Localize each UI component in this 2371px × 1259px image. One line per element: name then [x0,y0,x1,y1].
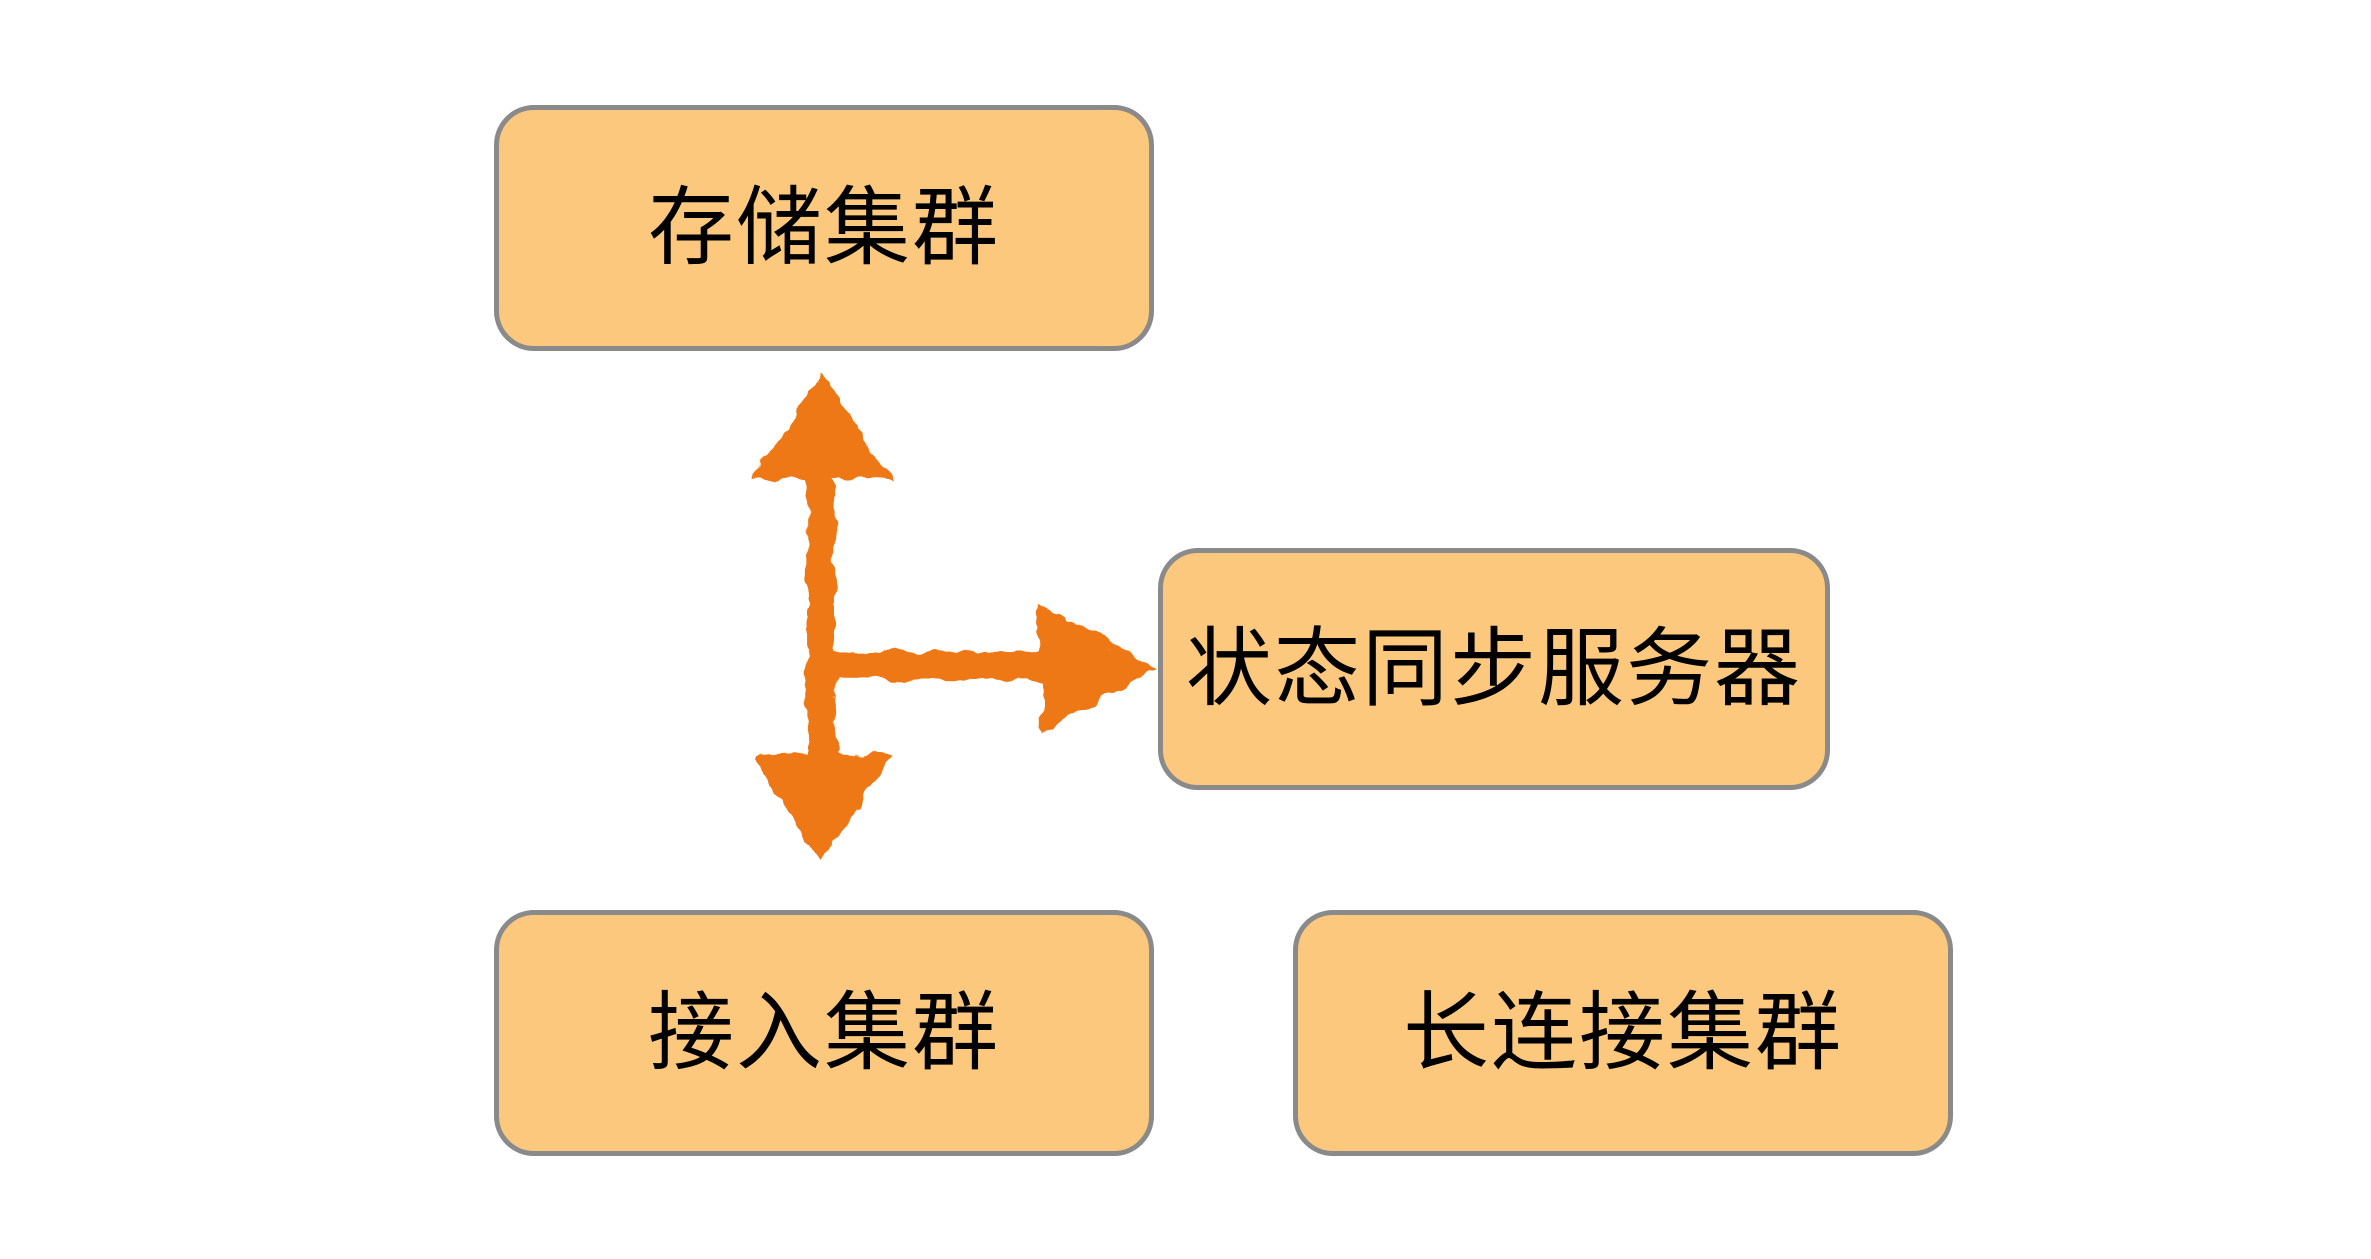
node-state-sync-server-label: 状态同步服务器 [1186,621,1802,717]
node-state-sync-server: 状态同步服务器 [1158,548,1830,790]
branch-right-arrow [818,600,1154,734]
node-storage-cluster: 存储集群 [494,105,1154,351]
vertical-double-arrow [750,372,893,862]
node-long-connection-cluster-label: 长连接集群 [1403,985,1843,1081]
node-access-cluster-label: 接入集群 [648,985,1000,1081]
node-long-connection-cluster: 长连接集群 [1293,910,1953,1156]
node-storage-cluster-label: 存储集群 [648,180,1000,276]
node-access-cluster: 接入集群 [494,910,1154,1156]
